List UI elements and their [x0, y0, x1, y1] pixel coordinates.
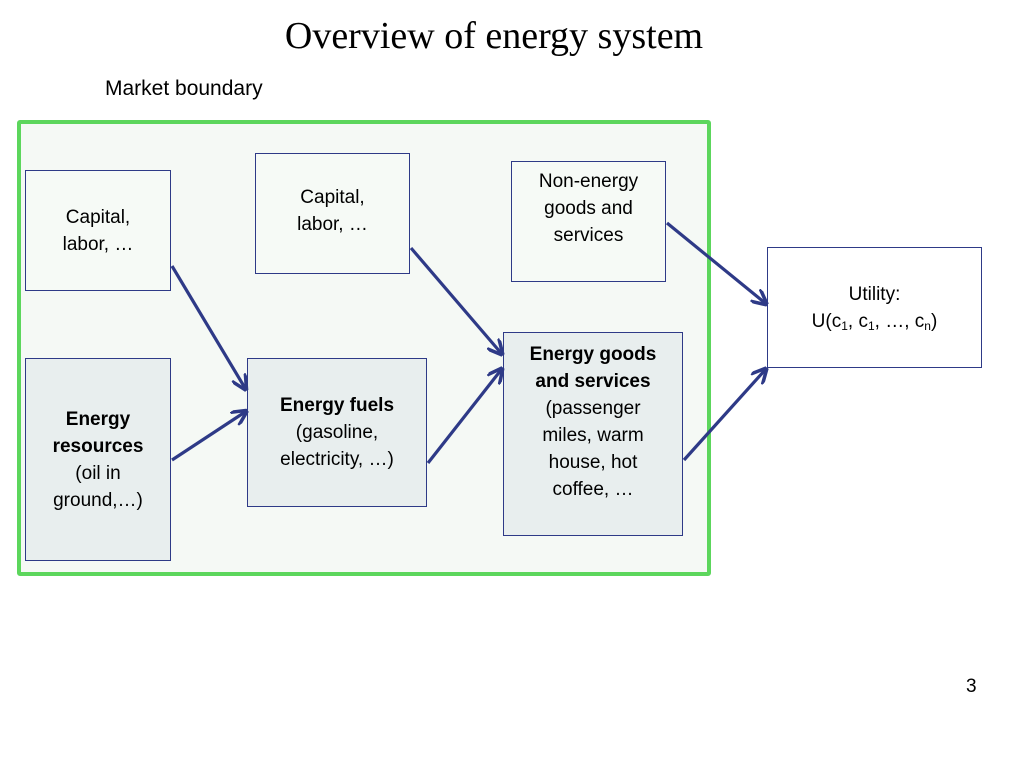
energy-fuels-box: Energy fuels (gasoline, electricity, …) — [247, 358, 427, 507]
box-text-line: (gasoline, — [295, 422, 379, 443]
box-text-line: services — [553, 225, 624, 246]
arrow-nonenergy-to-utility — [665, 221, 765, 303]
arrow-goods-to-utility — [682, 370, 765, 462]
capital-labor-box-middle: Capital, labor, … — [255, 153, 410, 274]
box-text-line: labor, … — [62, 233, 134, 255]
utility-label: Utility: — [848, 283, 901, 305]
box-text-line: Non-energy — [538, 171, 639, 192]
page-number: 3 — [966, 676, 977, 697]
box-heading-line: and services — [535, 371, 651, 392]
box-heading-line: Energy — [65, 408, 131, 430]
box-text-line: goods and — [544, 198, 633, 219]
box-text-line: Capital, — [65, 206, 131, 228]
box-heading-line: resources — [52, 435, 144, 457]
box-text-line: coffee, … — [552, 479, 634, 500]
utility-formula: U(c1, c1, …, cn) — [811, 310, 938, 333]
box-heading-line: Energy goods — [529, 344, 657, 365]
energy-goods-services-box: Energy goods and services (passenger mil… — [503, 332, 683, 536]
box-heading-line: Energy fuels — [279, 395, 395, 416]
box-text-line: (passenger — [545, 398, 641, 419]
utility-box: Utility: U(c1, c1, …, cn) — [767, 247, 982, 368]
box-text-line: miles, warm — [542, 425, 644, 446]
slide-title: Overview of energy system — [284, 15, 704, 57]
box-text-line: electricity, …) — [280, 449, 394, 470]
arrow-resources-to-fuels — [171, 412, 245, 462]
box-text-line: (oil in — [75, 462, 121, 484]
box-text-line: Capital, — [300, 187, 365, 208]
capital-labor-box-left: Capital, labor, … — [25, 170, 171, 291]
non-energy-goods-box: Non-energy goods and services — [511, 161, 666, 282]
box-text-line: ground,…) — [53, 489, 143, 511]
energy-resources-box: Energy resources (oil in ground,…) — [25, 358, 171, 561]
box-text-line: house, hot — [548, 452, 638, 473]
arrow-capital-to-goods — [409, 246, 501, 353]
market-boundary-label: Market boundary — [105, 77, 263, 100]
arrow-capital-to-fuels — [170, 265, 245, 388]
box-text-line: labor, … — [297, 214, 368, 235]
arrow-fuels-to-goods — [426, 370, 501, 464]
